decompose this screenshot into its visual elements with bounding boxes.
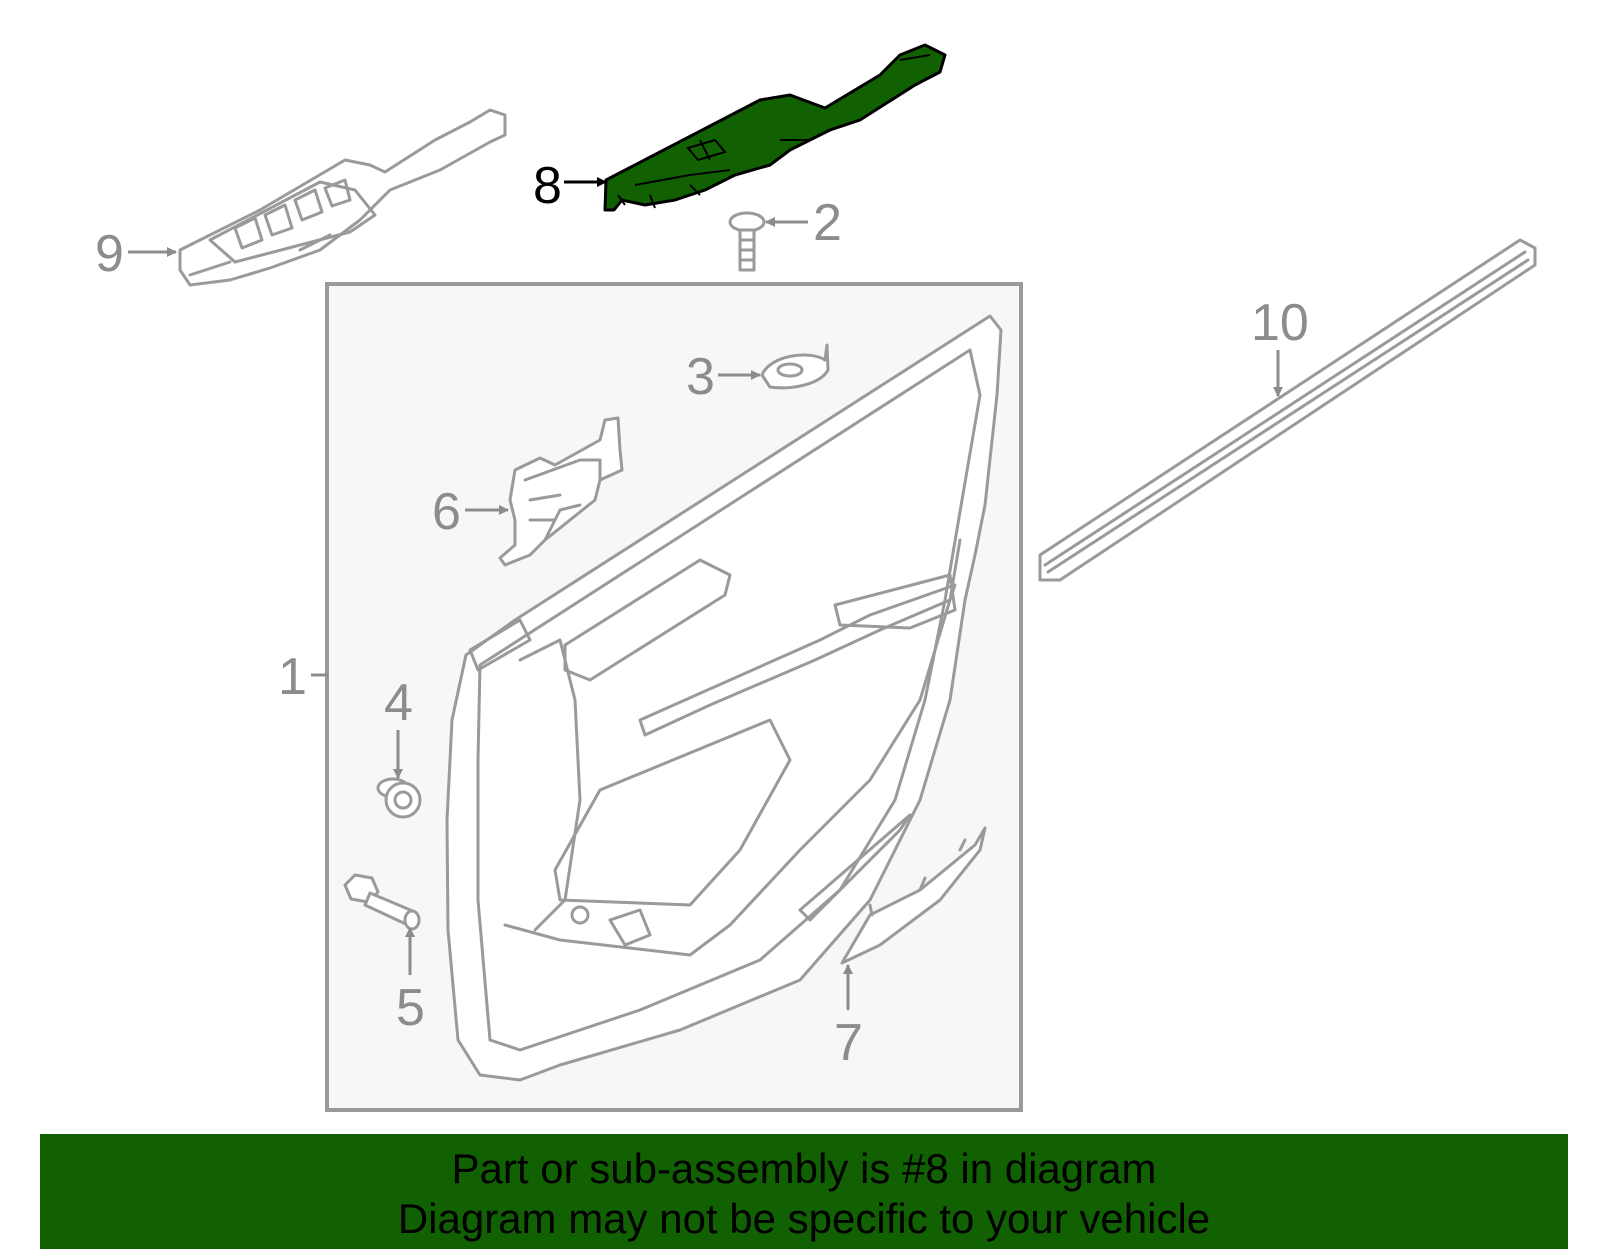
callout-3[interactable]: 3: [686, 348, 715, 406]
part-10-weatherstrip[interactable]: [1038, 238, 1537, 582]
part-3-clip[interactable]: [760, 343, 830, 390]
banner-line-1: Part or sub-assembly is #8 in diagram: [451, 1145, 1157, 1192]
part-4-retainer[interactable]: [376, 777, 422, 819]
callout-5[interactable]: 5: [396, 979, 425, 1037]
part-5-bolt[interactable]: [343, 873, 421, 931]
part-1-door-trim-panel[interactable]: [445, 314, 1003, 1082]
banner-line-2: Diagram may not be specific to your vehi…: [397, 1195, 1211, 1242]
part-6-bracket[interactable]: [498, 416, 624, 567]
callout-9[interactable]: 9: [95, 225, 124, 283]
callout-4[interactable]: 4: [384, 674, 413, 732]
part-8-switch-bezel[interactable]: [603, 43, 947, 212]
callout-8[interactable]: 8: [533, 157, 562, 215]
part-2-screw[interactable]: [728, 211, 766, 272]
callout-10[interactable]: 10: [1251, 294, 1309, 352]
callout-2[interactable]: 2: [813, 194, 842, 252]
callout-1[interactable]: 1: [278, 648, 307, 706]
part-9-window-switch[interactable]: [178, 108, 507, 287]
callout-7[interactable]: 7: [834, 1014, 863, 1072]
callout-6[interactable]: 6: [432, 483, 461, 541]
part-7-trim[interactable]: [840, 826, 987, 965]
info-banner: Part or sub-assembly is #8 in diagram Di…: [40, 1134, 1568, 1249]
